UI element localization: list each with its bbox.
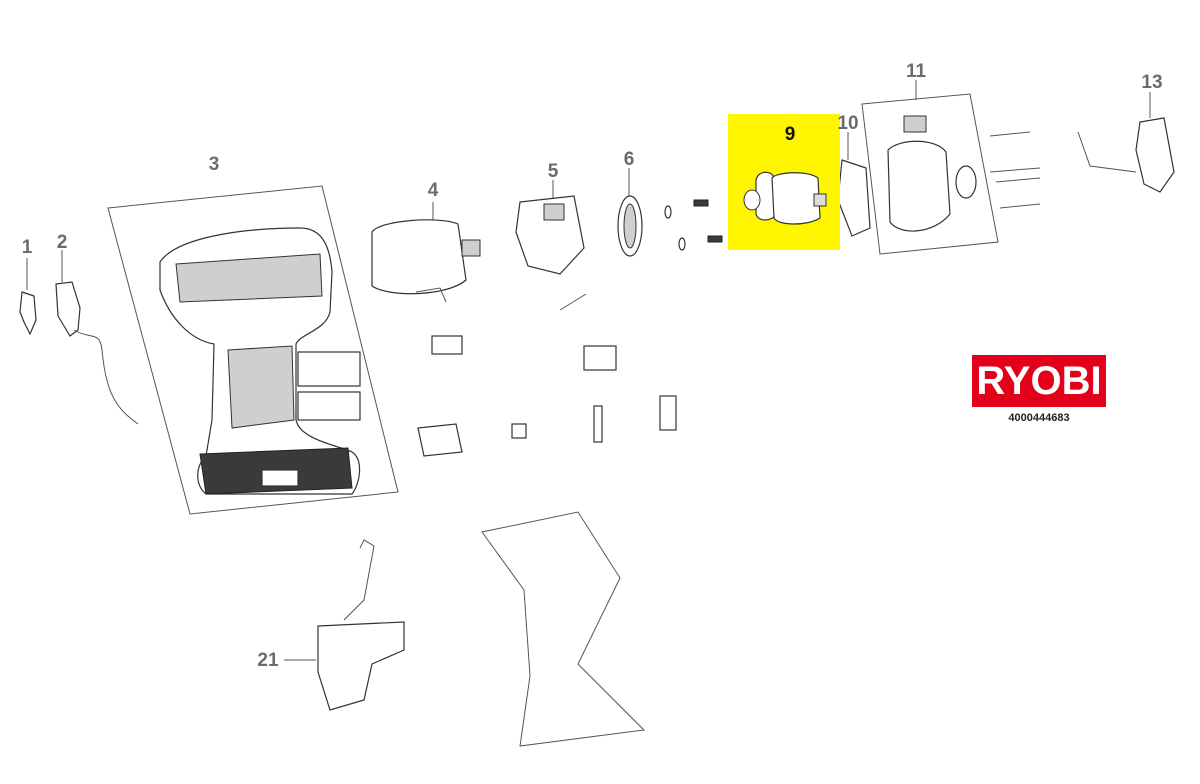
part-10-plate [837, 132, 871, 237]
callout-3[interactable]: 3 [208, 154, 220, 175]
callout-6[interactable]: 6 [623, 149, 635, 170]
small-pins [664, 199, 723, 251]
part-9-gearbox[interactable] [728, 114, 840, 250]
callout-2[interactable]: 2 [56, 232, 68, 253]
callout-13[interactable]: 13 [1141, 72, 1163, 93]
screw-layout-lines [481, 511, 646, 747]
callout-4[interactable]: 4 [427, 180, 439, 201]
logo-text: RYOBI [976, 358, 1102, 403]
misc-small-parts [417, 293, 677, 457]
part-2-led-board [55, 250, 139, 425]
part-1-clip [19, 258, 37, 336]
part-3-housing [159, 227, 361, 495]
part-5-gear-housing [515, 180, 585, 275]
part-12-screws [989, 131, 1041, 209]
callout-5[interactable]: 5 [547, 161, 559, 182]
ryobi-logo: RYOBI [972, 355, 1106, 407]
part-6-ring [617, 168, 643, 257]
callout-9[interactable]: 9 [784, 124, 796, 145]
part-21-switch [284, 539, 405, 711]
part-13-chuck [1077, 92, 1175, 193]
callout-10[interactable]: 10 [837, 113, 859, 134]
callout-11[interactable]: 11 [905, 61, 927, 82]
housing-group-outline [107, 185, 399, 515]
part-4-motor [371, 202, 481, 303]
callout-1[interactable]: 1 [21, 237, 33, 258]
part-number: 4000444683 [1008, 412, 1070, 424]
gearbox-group-outline [861, 93, 999, 255]
callout-21[interactable]: 21 [257, 650, 279, 671]
part-11-chuck-housing [887, 80, 977, 232]
